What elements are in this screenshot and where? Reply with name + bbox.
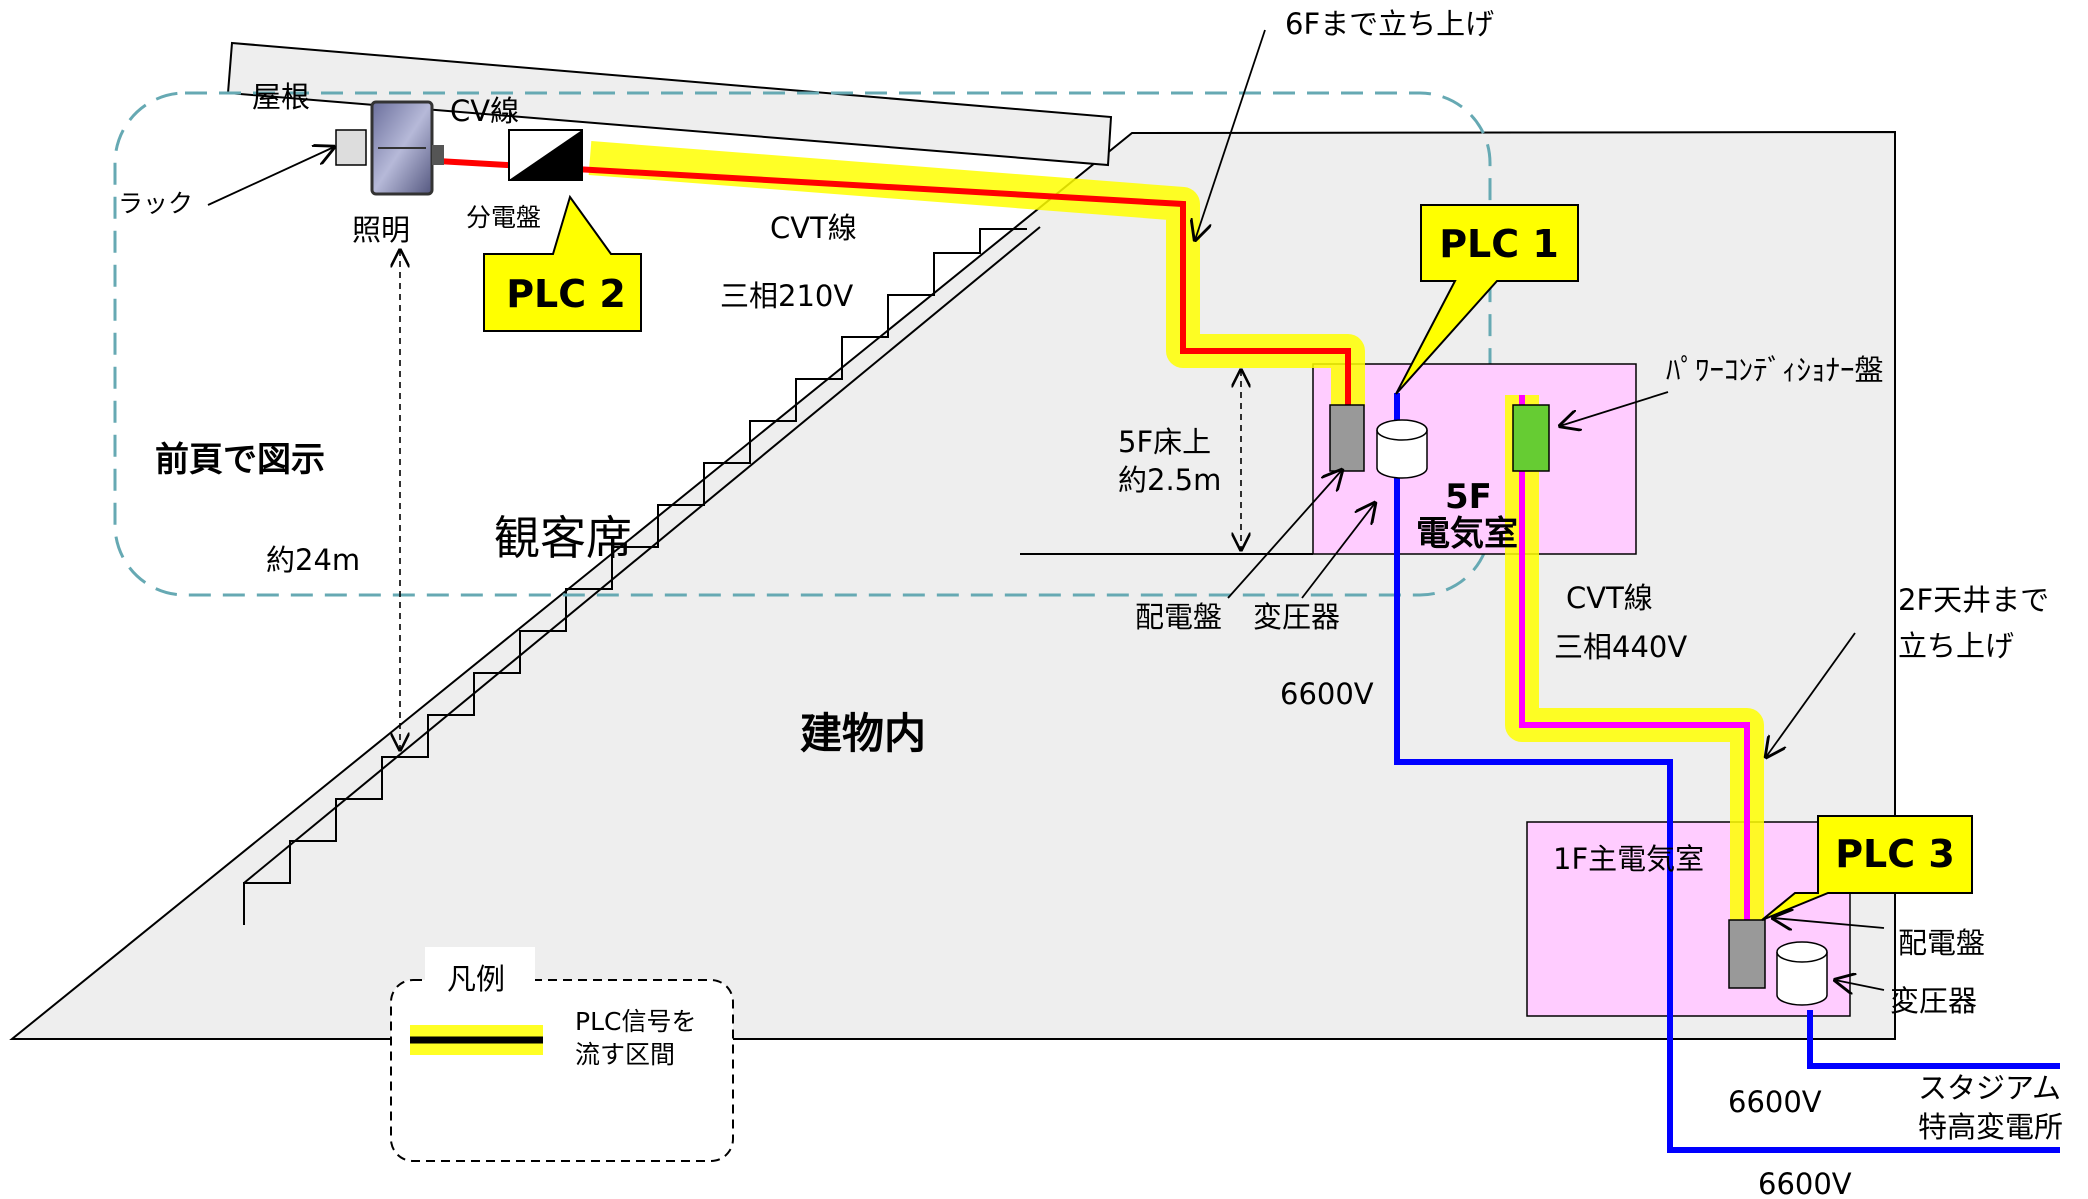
sub-panel-label: 分電盤 bbox=[466, 203, 541, 232]
transformer-5f-label: 変圧器 bbox=[1253, 600, 1340, 634]
power-conditioner-panel bbox=[1513, 405, 1549, 471]
shown-previous-page-label: 前頁で図示 bbox=[155, 440, 325, 480]
transformer-1f bbox=[1777, 942, 1827, 1005]
v6600-label-b: 6600V bbox=[1728, 1085, 1822, 1119]
legend-text-2: 流す区間 bbox=[575, 1040, 675, 1069]
lighting-label: 照明 bbox=[352, 213, 410, 247]
v6600-label-a: 6600V bbox=[1280, 677, 1374, 711]
electrical-room-5f-label-1: 5F bbox=[1445, 477, 1492, 517]
power-conditioner-panel-label: ﾊﾟﾜｰｺﾝﾃﾞｨｼｮﾅｰ盤 bbox=[1666, 353, 1884, 387]
cvt-line-lower-label: CVT線 bbox=[1566, 581, 1653, 615]
legend-title: 凡例 bbox=[447, 962, 505, 996]
spectator-seats-label: 観客席 bbox=[494, 511, 632, 565]
roof-label: 屋根 bbox=[252, 80, 310, 114]
plc3-label: PLC 3 bbox=[1835, 832, 1955, 876]
three-phase-440-label: 三相440V bbox=[1554, 630, 1687, 664]
stadium-substation-label-1: スタジアム bbox=[1918, 1071, 2061, 1105]
plc2-label: PLC 2 bbox=[506, 272, 626, 316]
riser-2f-label-2: 立ち上げ bbox=[1898, 629, 2014, 663]
distribution-panel-1f-label: 配電盤 bbox=[1898, 926, 1985, 960]
floor-5f-height-label-2: 約2.5m bbox=[1118, 463, 1221, 497]
distribution-panel-5f bbox=[1330, 405, 1364, 471]
cv-line-label: CV線 bbox=[450, 94, 519, 128]
electrical-room-5f-label-2: 電気室 bbox=[1416, 514, 1518, 554]
distribution-panel-5f-label: 配電盤 bbox=[1135, 600, 1222, 634]
sub-panel bbox=[509, 130, 582, 180]
inside-building-label: 建物内 bbox=[800, 709, 926, 758]
stadium-substation-label-2: 特高変電所 bbox=[1918, 1110, 2063, 1144]
v6600-label-c: 6600V bbox=[1758, 1167, 1852, 1199]
plc1-label: PLC 1 bbox=[1439, 222, 1559, 266]
rack-label: ラック bbox=[118, 189, 193, 218]
floor-5f-height-label-1: 5F床上 bbox=[1118, 425, 1211, 459]
cvt-line-upper-label: CVT線 bbox=[770, 211, 857, 245]
riser-6f-label: 6Fまで立ち上げ bbox=[1285, 7, 1494, 41]
transformer-5f bbox=[1377, 420, 1427, 478]
lighting-fixture bbox=[336, 102, 444, 194]
main-electrical-room-1f-label: 1F主電気室 bbox=[1553, 842, 1704, 876]
legend-text-1: PLC信号を bbox=[575, 1007, 696, 1036]
transformer-1f-label: 変圧器 bbox=[1890, 984, 1977, 1018]
three-phase-210-label: 三相210V bbox=[720, 279, 853, 313]
approx-24m-label: 約24m bbox=[266, 543, 360, 577]
distribution-panel-1f bbox=[1729, 920, 1765, 988]
riser-2f-label-1: 2F天井まで bbox=[1898, 583, 2049, 617]
